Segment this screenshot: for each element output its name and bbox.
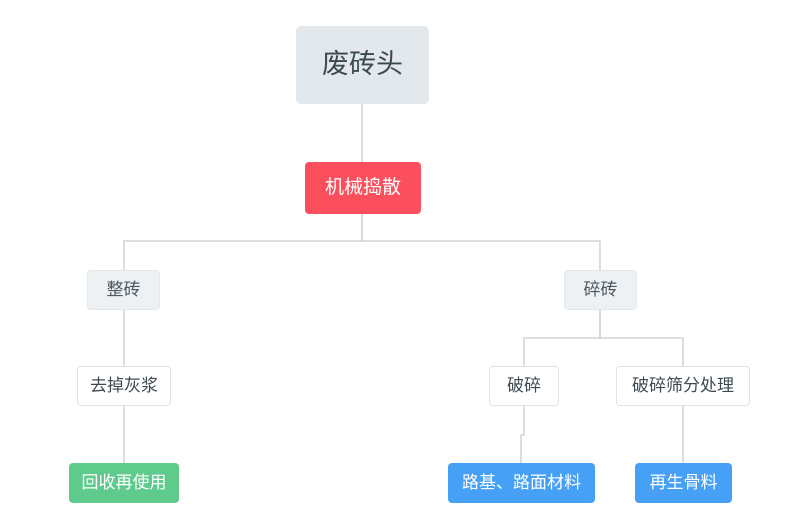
node-n0[interactable]: 废砖头	[296, 26, 429, 104]
edge-n3-n6	[599, 310, 684, 366]
node-label: 废砖头	[322, 49, 403, 80]
node-label: 破碎筛分处理	[632, 375, 734, 395]
node-n2[interactable]: 整砖	[87, 270, 160, 310]
node-label: 去掉灰浆	[90, 375, 158, 395]
node-n4[interactable]: 去掉灰浆	[77, 366, 171, 406]
node-n5[interactable]: 破碎	[489, 366, 559, 406]
node-n8[interactable]: 路基、路面材料	[448, 463, 595, 503]
node-n9[interactable]: 再生骨料	[635, 463, 732, 503]
node-n6[interactable]: 破碎筛分处理	[616, 366, 750, 406]
node-n3[interactable]: 碎砖	[564, 270, 637, 310]
node-label: 碎砖	[583, 279, 618, 299]
node-label: 再生骨料	[649, 472, 718, 492]
edge-n3-n5	[523, 310, 601, 366]
node-label: 回收再使用	[81, 472, 167, 492]
edge-n1-n3	[361, 214, 601, 270]
edge-n1-n2	[123, 214, 363, 270]
node-n1[interactable]: 机械捣散	[305, 162, 421, 214]
node-label: 路基、路面材料	[462, 472, 581, 492]
node-label: 整砖	[106, 279, 141, 299]
edge-n5-n8	[520, 406, 525, 463]
node-n7[interactable]: 回收再使用	[69, 463, 179, 503]
node-label: 破碎	[507, 375, 541, 395]
node-label: 机械捣散	[324, 176, 401, 198]
